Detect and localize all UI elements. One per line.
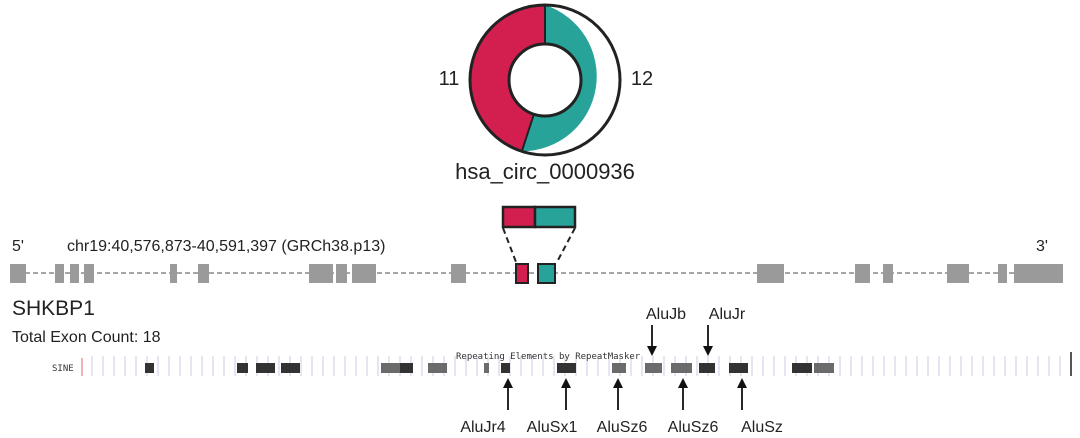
repeat-element — [145, 363, 154, 373]
arrow-alusz6-a — [613, 378, 623, 410]
exon-box — [855, 264, 870, 283]
arrow-alusz6-b — [678, 378, 688, 410]
three-prime-label: 3' — [1036, 238, 1048, 255]
repeat-element-alusz — [729, 363, 748, 373]
repeat-track-title: Repeating Elements by RepeatMasker — [456, 352, 641, 362]
repeat-element — [428, 363, 447, 373]
gene-name: SHKBP1 — [12, 297, 95, 320]
label-alujb: AluJb — [646, 306, 686, 323]
exon-box — [998, 264, 1007, 283]
repeat-element — [814, 363, 834, 373]
exon-box — [451, 264, 466, 283]
repeat-element — [237, 363, 248, 373]
backsplice-exon-pair — [501, 205, 577, 229]
exon-box — [757, 264, 784, 283]
repeat-track: SINE Repeating Elements by RepeatMasker — [52, 352, 1072, 376]
exon-box — [198, 264, 209, 283]
label-alusx1: AluSx1 — [527, 419, 578, 436]
arrow-alujb — [647, 325, 657, 356]
zoom-line-left — [502, 227, 517, 263]
repeat-element-alusz6-a — [612, 363, 626, 373]
circrna-ring — [468, 3, 622, 157]
repeat-element — [381, 363, 400, 373]
repeat-element — [792, 363, 812, 373]
exon-12-label: 12 — [631, 68, 653, 90]
five-prime-label: 5' — [12, 238, 24, 255]
arrow-alusz — [737, 378, 747, 410]
genomic-coordinates: chr19:40,576,873-40,591,397 (GRCh38.p13) — [67, 238, 385, 255]
exon-box — [1014, 264, 1063, 283]
arrow-alujr4 — [503, 378, 513, 410]
exon-12-box — [537, 263, 556, 284]
exon-box — [10, 264, 26, 283]
sine-track-label: SINE — [52, 364, 74, 374]
exon-11-label: 11 — [439, 68, 460, 90]
label-alusz6-b: AluSz6 — [668, 419, 719, 436]
exon-box — [84, 264, 94, 283]
gene-model — [10, 263, 1063, 284]
repeat-element — [484, 363, 489, 373]
exon-box — [352, 264, 376, 283]
exon-box — [336, 264, 347, 283]
exon-box — [309, 264, 333, 283]
repeat-element-alusx1 — [557, 363, 576, 373]
arrow-alujr — [703, 325, 713, 356]
repeat-element-alusz6-b — [671, 363, 692, 373]
label-alujr: AluJr — [709, 306, 746, 323]
exon-box — [947, 264, 969, 283]
arrow-alusx1 — [561, 378, 571, 410]
label-alujr4: AluJr4 — [460, 419, 505, 436]
label-alusz6-a: AluSz6 — [597, 419, 648, 436]
repeat-element-alujb — [645, 363, 662, 373]
exon-box — [70, 264, 79, 283]
exon-11-box — [515, 263, 529, 284]
repeat-element — [281, 363, 300, 373]
exon-box — [55, 264, 64, 283]
label-alusz: AluSz — [741, 419, 783, 436]
exon-box — [883, 264, 893, 283]
repeat-element-alujr — [699, 363, 715, 373]
ring-segment-exon-11 — [470, 5, 545, 152]
zoom-line-right — [556, 227, 576, 263]
repeat-element — [400, 363, 413, 373]
circrna-name: hsa_circ_0000936 — [455, 159, 635, 184]
exon-box — [170, 264, 177, 283]
repeat-element-alujr4 — [501, 363, 510, 373]
exon-count: Total Exon Count: 18 — [12, 329, 161, 346]
repeat-element — [256, 363, 275, 373]
